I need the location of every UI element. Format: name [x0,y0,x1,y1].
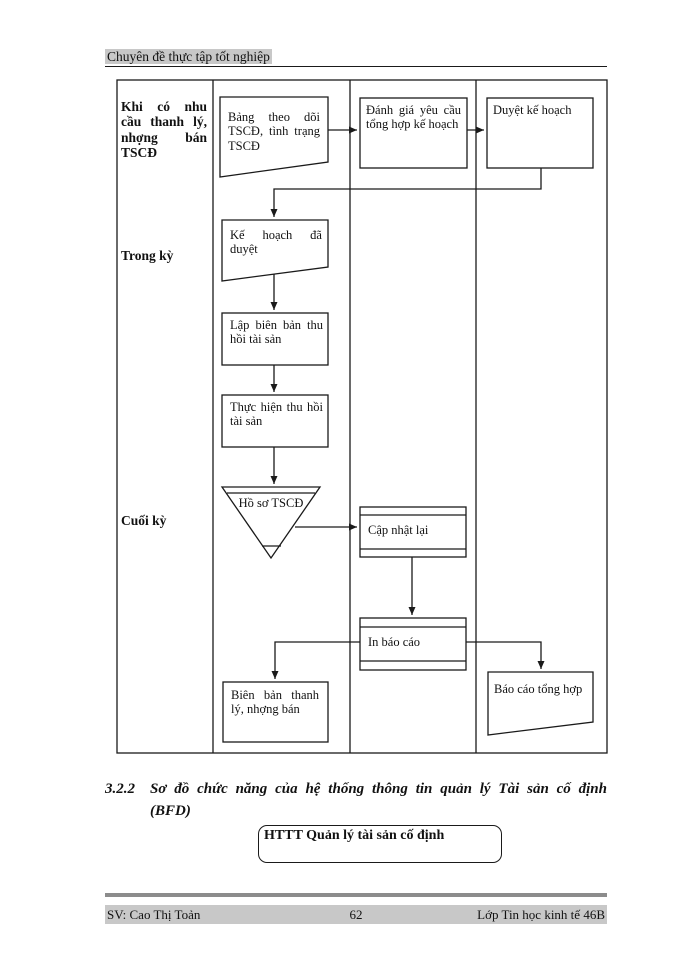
node-lap-bien-ban: Lập biên bản thu hồi tài sản [230,318,323,347]
footer-class: Lớp Tin học kinh tế 46B [477,907,605,922]
arrow-duyet-to-kehoach [270,168,542,217]
footer-rule [105,893,607,897]
page-header: Chuyên đề thực tập tốt nghiệp [105,49,272,64]
footer-page-number: 62 [349,907,363,922]
bfd-root-box: HTTT Quản lý tài sản cố định [258,825,502,863]
process-bien-ban-thanh-ly [222,681,329,743]
footer-author: SV: Cao Thị Toản [107,907,201,922]
node-thuc-hien: Thực hiện thu hồi tài sản [230,400,323,429]
node-danh-gia: Đánh giá yêu cầu tổng hợp kế hoạch [366,103,461,132]
node-bao-cao-tong-hop: Báo cáo tổng hợp [494,682,583,696]
node-bien-ban-thanh-ly: Biên bản thanh lý, nhợng bán [231,688,319,717]
node-ke-hoach-da-duyet: Kế hoạch đã duyệt [230,228,322,257]
node-ho-so-tscd: Hồ sơ TSCĐ [238,496,304,510]
process-danh-gia [359,97,468,169]
bfd-root-label: HTTT Quản lý tài sản cố định [264,828,445,843]
row-label-thanh-ly: Khi có nhu cầu thanh lý, nhợng bán TSCĐ [121,99,207,161]
node-duyet-ke-hoach: Duyệt kế hoạch [493,103,572,117]
process-lap-bien-ban [221,312,329,366]
process-in-bao-cao [359,617,467,671]
node-cap-nhat-lai: Cập nhật lại [368,523,429,537]
node-in-bao-cao: In báo cáo [368,635,421,649]
section-title: Sơ đồ chức năng của hệ thống thông tin q… [150,781,607,797]
doc-shape-bang-theo-doi [219,96,329,178]
process-duyet-ke-hoach [486,97,594,169]
storage-triangle-ho-so [220,486,322,560]
section-title-line2: (BFD) [150,802,191,819]
process-cap-nhat-lai [359,506,467,558]
section-number: 3.2.2 [105,781,135,797]
doc-shape-ke-hoach-da-duyet [221,219,329,282]
flowchart-frame [116,79,608,754]
doc-shape-bao-cao-tong-hop [487,671,594,736]
section-heading: 3.2.2 Sơ đồ chức năng của hệ thống thông… [105,779,607,823]
arrow-inbaocao-to-bienban [271,641,360,679]
row-label-trong-ky: Trong kỳ [121,248,174,263]
process-thuc-hien [221,394,329,448]
header-rule [105,66,607,67]
arrow-inbaocao-to-baocao [466,641,545,669]
node-bang-theo-doi: Bảng theo dõi TSCĐ, tình trạng TSCĐ [228,110,320,153]
row-label-cuoi-ky: Cuối kỳ [121,513,167,528]
page-footer: SV: Cao Thị Toản 62 Lớp Tin học kinh tế … [105,905,607,924]
